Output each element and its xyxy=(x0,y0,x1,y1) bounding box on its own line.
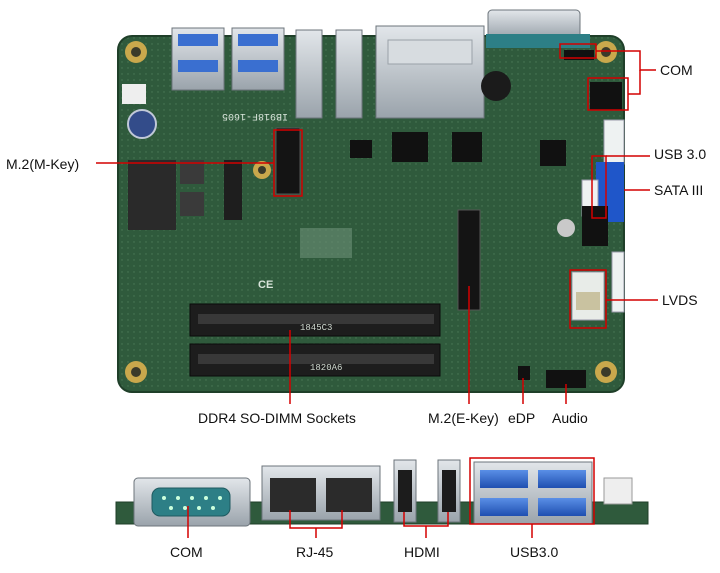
callouts-bottom xyxy=(187,457,595,538)
silkscreen-board-id: IB918F-1605 xyxy=(222,110,288,121)
io-usb3-ports xyxy=(473,461,593,525)
label-ddr4: DDR4 SO-DIMM Sockets xyxy=(198,410,356,426)
io-hdmi-ports xyxy=(393,459,461,523)
silkscreen-chip-bottom: 1820A6 xyxy=(310,363,342,373)
ddr4-sockets: 1845C3 1820A6 xyxy=(189,303,441,377)
label-com-bottom: COM xyxy=(170,544,203,560)
audio-header xyxy=(546,370,586,388)
label-rj45: RJ-45 xyxy=(296,544,334,560)
chip-2 xyxy=(452,132,482,162)
right-side-connectors xyxy=(518,50,625,388)
com-blue-bar xyxy=(486,34,590,48)
inductor-block xyxy=(128,160,176,230)
callout-lvds-box xyxy=(569,269,607,329)
label-m2-ekey: M.2(E-Key) xyxy=(428,410,499,426)
board-top-view: IB918F-1605 CE 1845C3 1820A6 xyxy=(117,9,625,393)
label-audio: Audio xyxy=(552,410,588,426)
io-rj45-ports xyxy=(261,465,381,521)
board-io-view xyxy=(115,459,649,527)
label-lvds: LVDS xyxy=(662,292,698,308)
label-m2-mkey: M.2(M-Key) xyxy=(6,156,80,172)
label-hdmi: HDMI xyxy=(404,544,440,560)
capacitor xyxy=(127,109,157,139)
power-connector xyxy=(122,84,146,104)
ce-mark: CE xyxy=(258,279,273,291)
label-usb30-top: USB 3.0 xyxy=(654,146,707,162)
label-usb30-bottom: USB3.0 xyxy=(510,544,559,560)
chip-1 xyxy=(392,132,428,162)
callout-usb3-box xyxy=(591,155,607,219)
callout-com-line xyxy=(596,50,656,71)
hdmi-top-connectors xyxy=(295,29,363,119)
silkscreen-chip-top: 1845C3 xyxy=(300,323,332,333)
usb-top-connectors xyxy=(171,27,285,91)
m2-mkey-slot xyxy=(275,127,301,195)
callouts-top xyxy=(96,43,658,404)
buzzer xyxy=(481,71,511,101)
label-com-top: COM xyxy=(660,62,693,78)
label-sata: SATA III xyxy=(654,182,704,198)
db9-top xyxy=(487,9,581,39)
mounting-holes xyxy=(125,41,617,383)
label-edp: eDP xyxy=(508,410,536,426)
io-com-port xyxy=(133,477,251,527)
edp-connector xyxy=(518,366,530,380)
